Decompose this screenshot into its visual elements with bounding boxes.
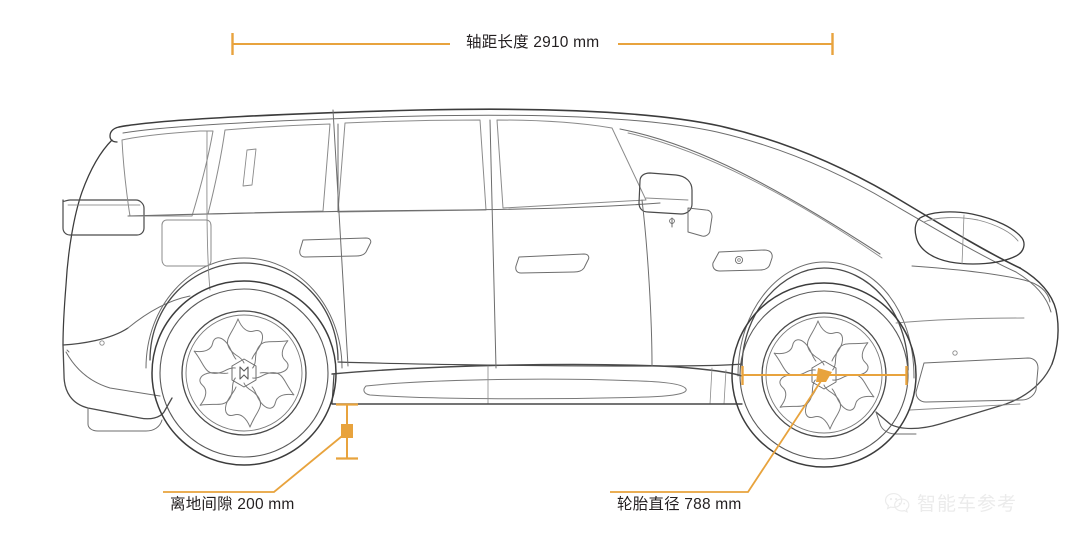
ground-clearance-label: 离地间隙 200 mm [170, 496, 295, 513]
ground-clearance-dimension-line [336, 403, 358, 460]
wheelbase-label: 轴距长度 2910 mm [466, 34, 600, 51]
tire-diameter-leader [610, 377, 824, 493]
ground-clearance-leader [163, 431, 348, 493]
tire-diameter-dimension-line [741, 366, 908, 385]
watermark-text: 智能车参考 [917, 494, 1018, 515]
tire-diameter-label: 轮胎直径 788 mm [617, 496, 742, 513]
watermark: 智能车参考 [884, 489, 1017, 516]
wheelbase-dimension-line [231, 33, 834, 55]
wechat-bubbles-icon [884, 492, 910, 513]
